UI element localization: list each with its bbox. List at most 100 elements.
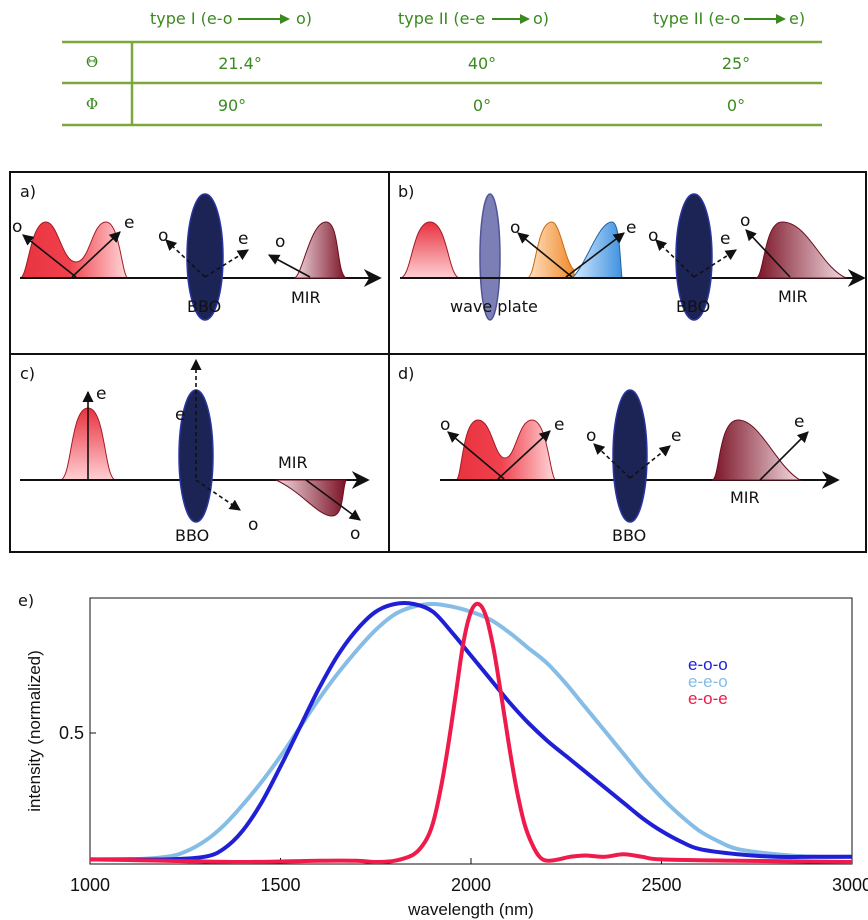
pol-label: o bbox=[275, 232, 285, 252]
row-symbol-theta: Θ bbox=[86, 53, 98, 71]
series-line-e-o-o bbox=[90, 601, 852, 862]
panel-c: c) e e o o MIR BBO bbox=[20, 358, 370, 545]
o-polarization-arrow bbox=[165, 239, 206, 278]
e-polarization-arrow bbox=[204, 249, 249, 278]
o-polarization-arrow bbox=[22, 234, 77, 278]
orange-pulse bbox=[526, 221, 575, 279]
output-label: MIR bbox=[278, 453, 308, 472]
cell: 90° bbox=[218, 96, 246, 115]
crystal-label: BBO bbox=[676, 297, 710, 316]
panel-b: b) o e o e o wave plate BBO MIR bbox=[398, 182, 866, 321]
pol-label: e bbox=[124, 213, 134, 233]
pol-label: o bbox=[510, 218, 520, 238]
crystal-label: BBO bbox=[612, 526, 646, 545]
header-type-2b: type II (e-o bbox=[653, 9, 740, 28]
pol-label: e bbox=[96, 384, 106, 404]
x-axis-label: wavelength (nm) bbox=[407, 900, 534, 919]
parameter-table: type I (e-o o) type II (e-e o) type II (… bbox=[62, 9, 822, 127]
pol-label: e bbox=[626, 218, 636, 238]
pol-label: e bbox=[554, 415, 564, 435]
pol-label: e bbox=[794, 412, 804, 432]
e-polarization-arrow bbox=[629, 445, 671, 479]
arrow-head-icon bbox=[520, 14, 530, 24]
cell: 0° bbox=[473, 96, 491, 115]
header-type-2b-end: e) bbox=[789, 9, 805, 28]
x-tick-label: 1000 bbox=[70, 875, 110, 895]
panel-d: d) o e o e e MIR BBO bbox=[398, 364, 840, 545]
input-pulse bbox=[455, 419, 557, 481]
cell: 40° bbox=[468, 54, 496, 73]
panel-label: e) bbox=[18, 591, 34, 610]
panel-frames bbox=[9, 171, 867, 553]
header-type-1-end: o) bbox=[296, 9, 312, 28]
row-symbol-phi: Φ bbox=[86, 95, 98, 113]
o-polarization-arrow bbox=[593, 443, 631, 479]
x-tick-label: 1500 bbox=[260, 875, 300, 895]
bbo-crystal bbox=[186, 193, 224, 321]
e-polarization-arrow bbox=[759, 431, 809, 481]
y-axis-label: intensity (normalized) bbox=[25, 650, 44, 812]
e-polarization-arrow bbox=[497, 430, 551, 480]
legend-entry: e-e-o bbox=[688, 672, 728, 691]
o-polarization-arrow bbox=[745, 229, 791, 278]
series-lines bbox=[89, 601, 853, 864]
header-type-1: type I (e-o bbox=[150, 9, 233, 28]
e-polarization-arrow bbox=[71, 231, 121, 278]
legend: e-o-oe-e-oe-o-e bbox=[688, 655, 728, 708]
panel-label: c) bbox=[20, 364, 35, 383]
o-polarization-arrow bbox=[268, 254, 311, 278]
cell: 21.4° bbox=[218, 54, 262, 73]
wave-plate-label: wave plate bbox=[450, 297, 538, 316]
pol-label: e bbox=[671, 426, 681, 446]
input-pulse bbox=[399, 221, 461, 279]
table-row: Φ 90° 0° 0° bbox=[86, 95, 745, 115]
table-header: type I (e-o o) type II (e-e o) type II (… bbox=[150, 9, 805, 28]
o-polarization-arrow bbox=[305, 479, 361, 521]
pol-label: o bbox=[158, 226, 168, 246]
pol-label: e bbox=[720, 229, 730, 249]
o-polarization-arrow bbox=[447, 431, 505, 480]
header-type-2a: type II (e-e bbox=[398, 9, 485, 28]
table-row: Θ 21.4° 40° 25° bbox=[86, 53, 750, 73]
panel-label: d) bbox=[398, 364, 414, 383]
output-label: MIR bbox=[730, 488, 760, 507]
blue-pulse bbox=[570, 221, 623, 279]
arrow-head-icon bbox=[776, 14, 786, 24]
pol-label: o bbox=[12, 217, 22, 237]
o-polarization-arrow bbox=[517, 232, 573, 278]
legend-entry: e-o-o bbox=[688, 655, 728, 674]
pol-label: o bbox=[586, 426, 596, 446]
bbo-crystal bbox=[675, 193, 713, 321]
output-label: MIR bbox=[778, 287, 808, 306]
o-polarization-arrow bbox=[655, 239, 695, 278]
cell: 25° bbox=[722, 54, 750, 73]
pol-label: o bbox=[350, 524, 360, 544]
pol-label: o bbox=[440, 415, 450, 435]
pol-label: e bbox=[175, 405, 185, 425]
mir-pulse bbox=[755, 221, 847, 279]
panel-label: b) bbox=[398, 182, 414, 201]
mir-pulse bbox=[293, 221, 348, 279]
mir-pulse bbox=[275, 479, 347, 517]
pol-label: o bbox=[648, 226, 658, 246]
input-pulse bbox=[19, 221, 129, 279]
x-tick-label: 3000 bbox=[832, 875, 868, 895]
e-polarization-arrow bbox=[565, 232, 625, 278]
arrow-head-icon bbox=[280, 14, 290, 24]
e-polarization-arrow bbox=[693, 249, 737, 278]
output-label: MIR bbox=[291, 288, 321, 307]
bbo-crystal bbox=[612, 389, 648, 523]
o-polarization-arrow bbox=[195, 479, 241, 511]
cell: 0° bbox=[727, 96, 745, 115]
mir-pulse bbox=[711, 419, 802, 481]
x-tick-label: 2000 bbox=[451, 875, 491, 895]
pol-label: o bbox=[740, 211, 750, 231]
header-type-2a-end: o) bbox=[533, 9, 549, 28]
plot-frame bbox=[89, 597, 853, 865]
pol-label: e bbox=[238, 229, 248, 249]
series-line-e-o-e bbox=[89, 601, 853, 864]
wave-plate bbox=[479, 193, 501, 321]
